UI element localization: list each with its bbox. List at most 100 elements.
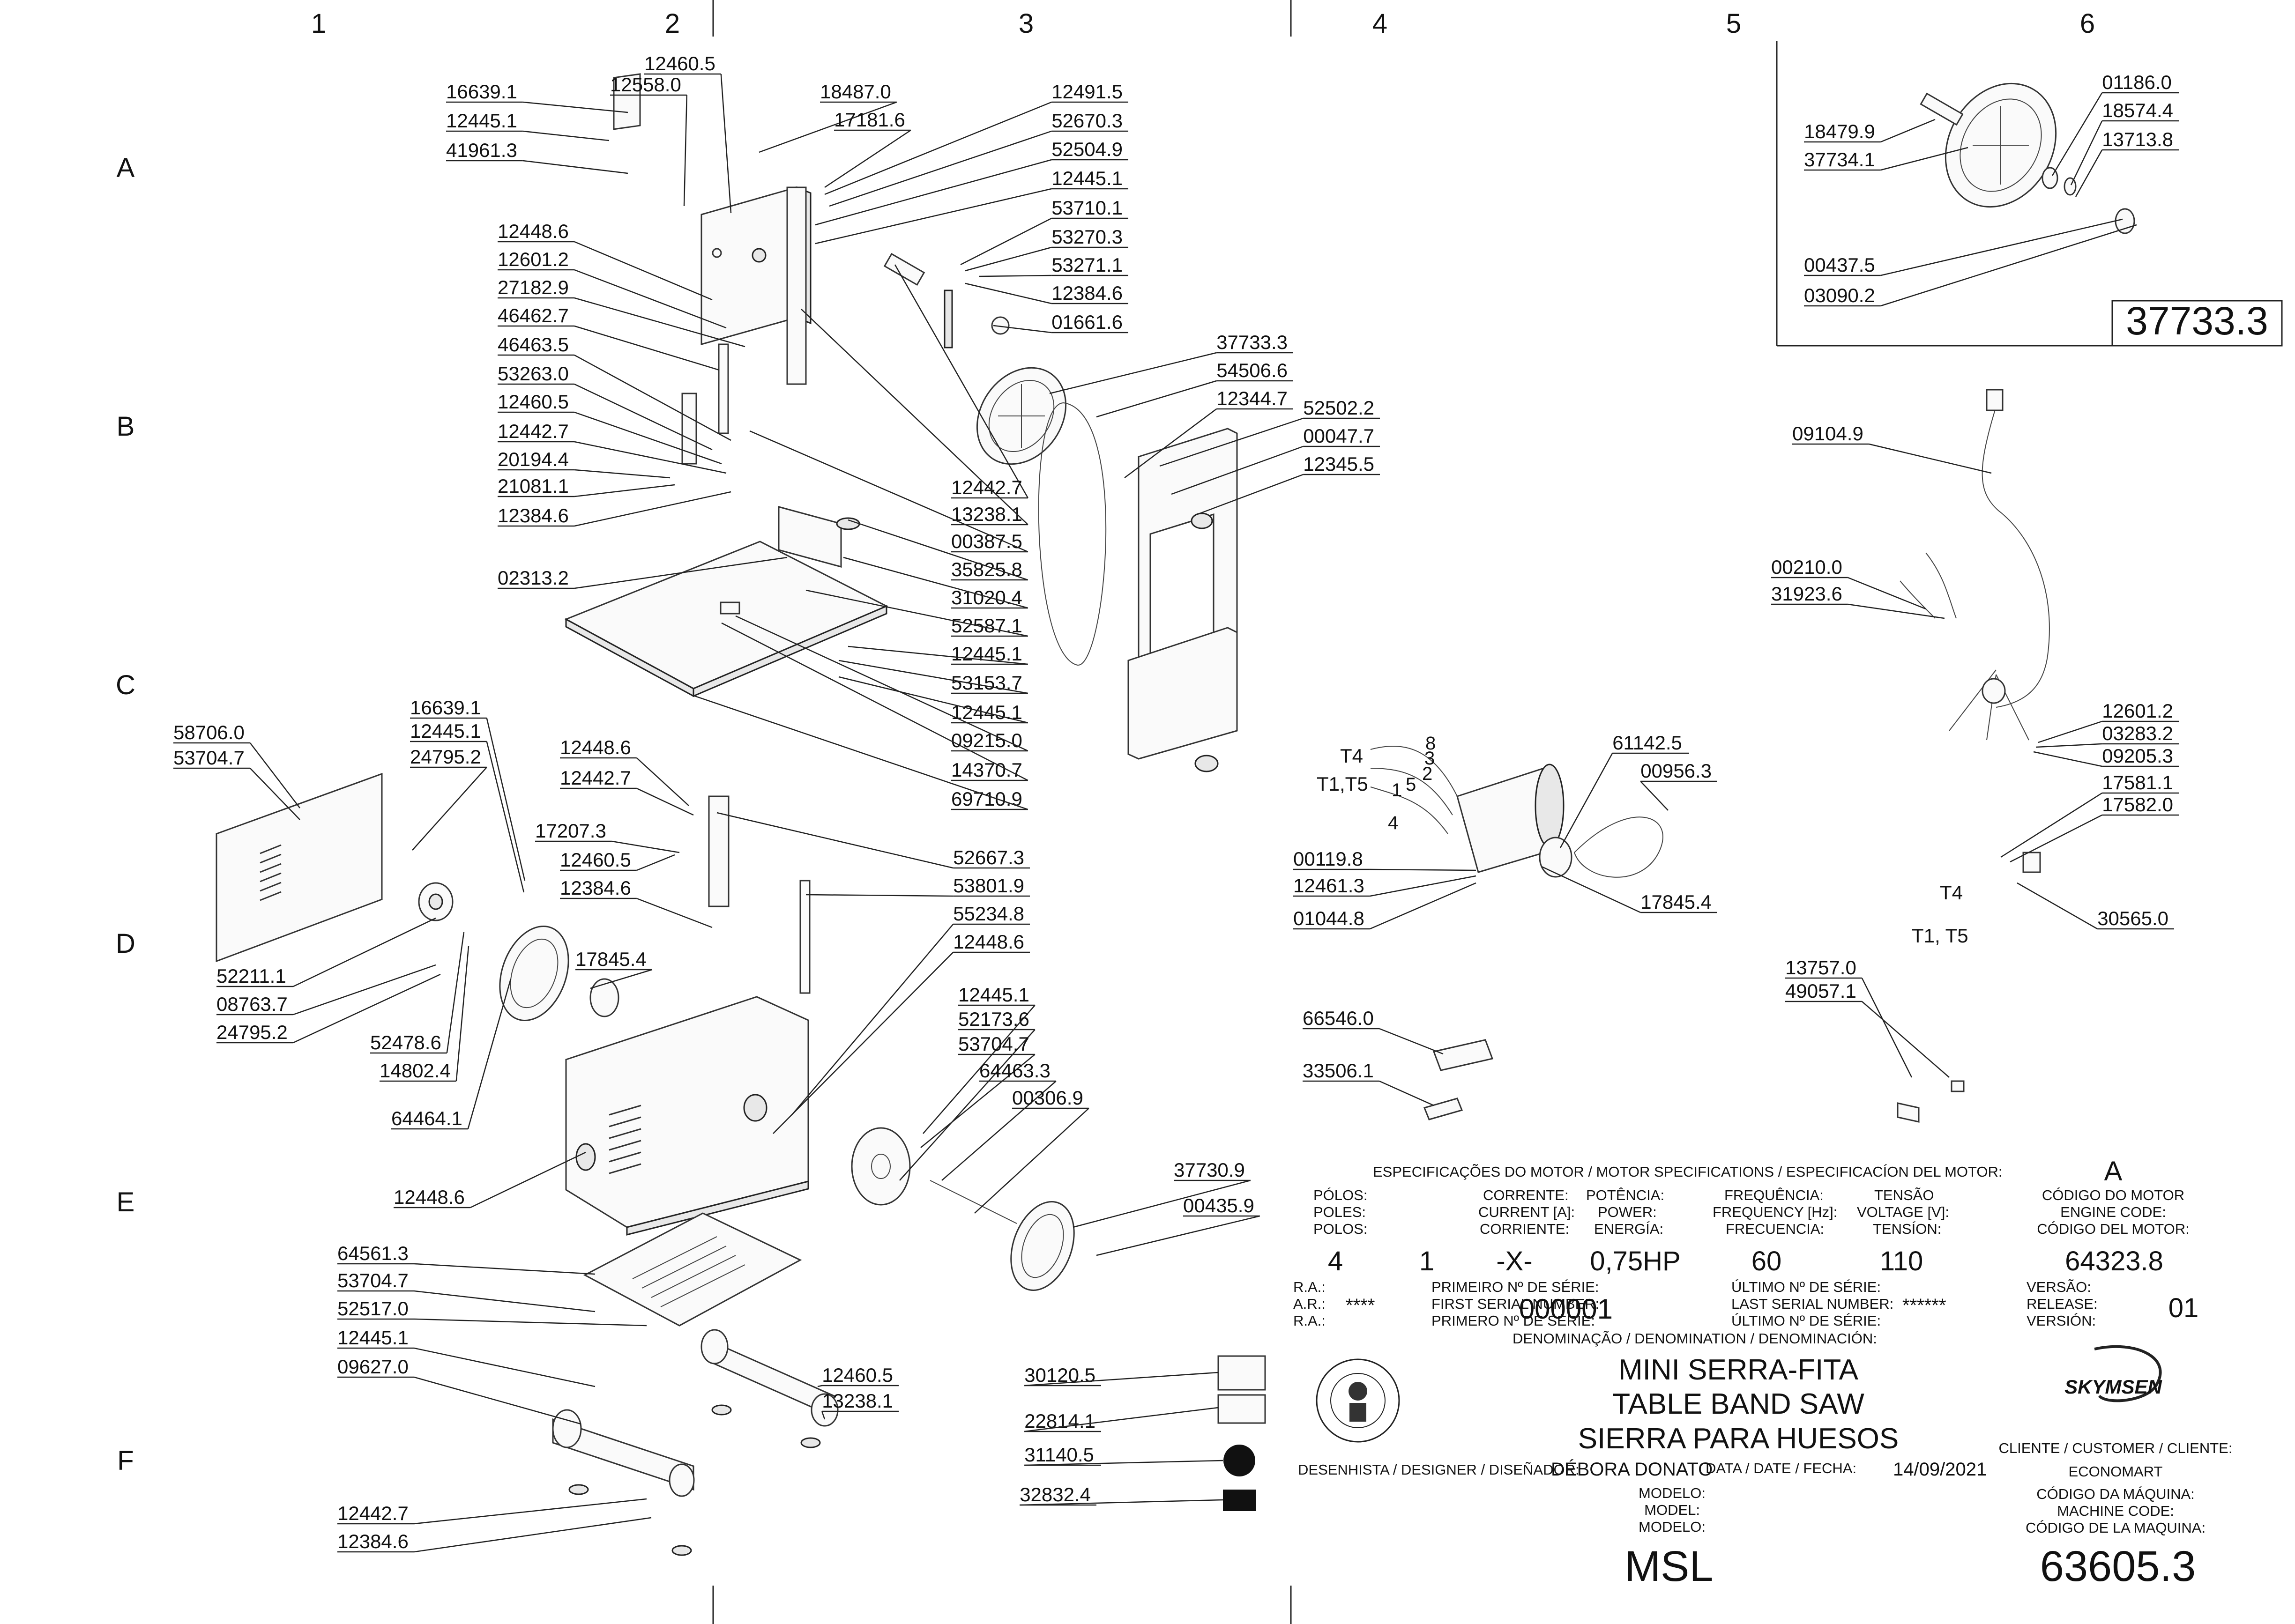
callout-leader-line <box>574 441 727 474</box>
power-header-es: ENERGÍA: <box>1594 1221 1663 1237</box>
frequency-value: 60 <box>1751 1246 1782 1276</box>
part-number-label: 12445.1 <box>958 984 1029 1006</box>
callout-leader-line <box>721 622 1028 781</box>
wire-5: 5 <box>1406 774 1416 795</box>
part-callout: 27182.9 <box>498 276 745 348</box>
wire-connectors <box>1900 552 2041 873</box>
part-callout: 09205.3 <box>2033 745 2179 767</box>
designer-label: DESENHISTA / DESIGNER / DISEÑADOR: <box>1298 1461 1580 1478</box>
part-number-label: 30565.0 <box>2097 907 2168 929</box>
part-number-label: 17207.3 <box>535 820 606 842</box>
callout-leader-line <box>815 159 1052 226</box>
part-number-label: 32832.4 <box>1020 1483 1091 1505</box>
wire-t4: T4 <box>1340 745 1363 767</box>
part-number-label: 12344.7 <box>1216 387 1288 409</box>
part-number-label: 00956.3 <box>1640 760 1712 782</box>
engine-code-header-en: ENGINE CODE: <box>2060 1204 2166 1220</box>
callout-leader-line <box>824 129 911 188</box>
spec-header-power: POTÊNCIA: POWER: ENERGÍA: <box>1586 1187 1664 1237</box>
part-callout: 46463.5 <box>498 334 731 441</box>
part-number-label: 20194.4 <box>498 448 569 470</box>
row-b: B <box>117 411 135 442</box>
callout-leader-line <box>293 917 436 987</box>
part-callout: 18479.9 <box>1804 119 1936 143</box>
spec-header-frequency: FREQUÊNCIA: FREQUENCY [Hz]: FRECUENCIA: <box>1713 1187 1837 1237</box>
part-callout: 31020.4 <box>843 556 1028 609</box>
callout-leader-line <box>749 430 1028 553</box>
part-number-label: 53263.0 <box>498 363 569 385</box>
upper-wheel <box>976 367 1067 465</box>
part-callout: 12445.1 <box>815 167 1128 245</box>
part-number-label: 14802.4 <box>380 1060 451 1082</box>
callout-leader-line <box>2010 814 2102 863</box>
part-callout: 54506.6 <box>1096 359 1293 418</box>
callout-leader-line <box>2017 882 2098 930</box>
part-number-label: 17181.6 <box>834 109 905 131</box>
part-callout: 12491.5 <box>824 81 1128 195</box>
part-number-label: 03090.2 <box>1804 284 1875 306</box>
part-callout: 55234.8 <box>791 903 1030 1115</box>
part-callout: 58706.0 <box>173 721 300 808</box>
power-header-pt: POTÊNCIA: <box>1586 1187 1664 1203</box>
upper-frame-arm <box>613 73 812 385</box>
part-number-label: 12442.7 <box>498 420 569 442</box>
wire-1: 1 <box>1392 780 1402 801</box>
machine-code-label-pt: CÓDIGO DA MÁQUINA: <box>2036 1486 2195 1502</box>
part-callout: 03283.2 <box>2035 722 2179 748</box>
part-callout: 18487.0 <box>759 81 897 153</box>
callout-leader-line <box>838 660 1028 694</box>
callout-leader-line <box>522 160 628 174</box>
part-number-label: 21081.1 <box>498 475 569 497</box>
row-c: C <box>116 670 135 700</box>
callout-leader-line <box>486 741 525 893</box>
part-number-label: 00210.0 <box>1771 556 1842 578</box>
part-callout: 53704.7 <box>920 1033 1036 1148</box>
callout-leader-line <box>414 1517 652 1553</box>
callout-leader-line <box>414 1347 596 1387</box>
part-callout: 12384.6 <box>498 491 731 527</box>
part-callout: 31140.5 <box>1024 1444 1223 1466</box>
part-callout: 17582.0 <box>2010 793 2179 863</box>
last-serial-label-pt: ÚLTIMO Nº DE SÉRIE: <box>1731 1279 1881 1295</box>
part-number-label: 61142.5 <box>1612 732 1682 754</box>
part-callout: 41961.3 <box>446 139 628 174</box>
part-number-label: 01044.8 <box>1293 907 1364 929</box>
callout-leader-line <box>815 188 1052 245</box>
callout-leader-line <box>960 217 1052 266</box>
access-panel <box>216 772 383 963</box>
part-callout: 17581.1 <box>2000 771 2179 858</box>
wire-8: 8 <box>1425 733 1436 754</box>
part-callout: 12601.2 <box>2038 700 2179 743</box>
grid-column-labels: 1 2 3 4 5 6 <box>311 8 2095 39</box>
part-callout: 12442.7 <box>894 264 1028 499</box>
part-callout: 20194.4 <box>498 448 671 479</box>
callout-leader-line <box>1861 1001 1950 1078</box>
callout-leader-line <box>574 491 731 527</box>
part-callout: 53263.0 <box>498 363 713 451</box>
denomination-pt: MINI SERRA-FITA <box>1618 1354 1859 1386</box>
part-number-label: 01661.6 <box>1051 311 1123 333</box>
callout-leader-line <box>1073 1179 1251 1228</box>
part-callout: 61142.5 <box>1559 732 1689 848</box>
callout-leader-line <box>2035 743 2102 748</box>
part-callout: 64463.3 <box>941 1060 1057 1181</box>
callout-leader-line <box>293 973 441 1044</box>
sticker-31140-5 <box>1223 1445 1255 1476</box>
ra-label-2: A.R.: <box>1293 1296 1326 1312</box>
part-callout: 24795.2 <box>216 973 441 1044</box>
current-header-pt: CORRENTE: <box>1483 1187 1569 1203</box>
part-number-label: 53704.7 <box>958 1033 1029 1055</box>
subassembly-code-box <box>2111 300 2283 347</box>
part-number-label: 12384.6 <box>1051 282 1123 304</box>
callout-leader-line <box>965 246 1052 272</box>
spec-header-engine-code: CÓDIGO DO MOTOR ENGINE CODE: CÓDIGO DEL … <box>2037 1187 2190 1237</box>
part-callout: 12442.7 <box>498 420 727 474</box>
title-block: ESPECIFICAÇÕES DO MOTOR / MOTOR SPECIFIC… <box>1293 1156 2232 1590</box>
part-number-label: 31140.5 <box>1024 1444 1094 1466</box>
callout-leader-line <box>805 894 954 897</box>
callout-leader-line <box>574 241 713 301</box>
part-number-label: 12448.6 <box>953 931 1024 953</box>
phase-value: 1 <box>1419 1246 1434 1276</box>
callout-leader-line <box>923 1005 1036 1134</box>
part-number-label: 17845.4 <box>1640 891 1712 913</box>
